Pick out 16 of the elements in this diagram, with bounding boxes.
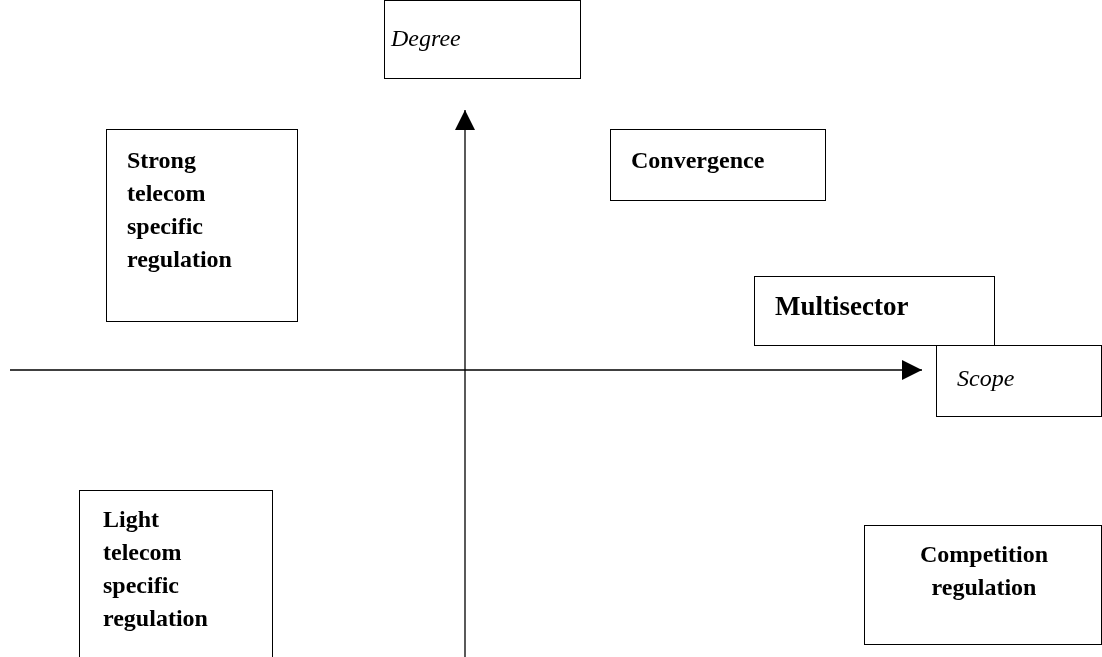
label-box [610,129,826,201]
box-label: Light telecom specific regulation [103,505,209,633]
label-box [79,490,273,657]
box-label: Competition regulation [919,540,1049,602]
label-box [864,525,1102,645]
label-box [384,0,581,79]
axis-arrow [455,109,475,657]
box-label: Convergence [631,146,766,175]
box-label: Strong telecom specific regulation [127,146,233,274]
box-label: Multisector [775,290,910,323]
box-label: Degree [391,24,462,53]
label-box [936,345,1102,417]
box-label: Scope [957,364,1016,393]
label-box [754,276,995,346]
axis-arrow [9,360,923,380]
label-box [106,129,298,322]
